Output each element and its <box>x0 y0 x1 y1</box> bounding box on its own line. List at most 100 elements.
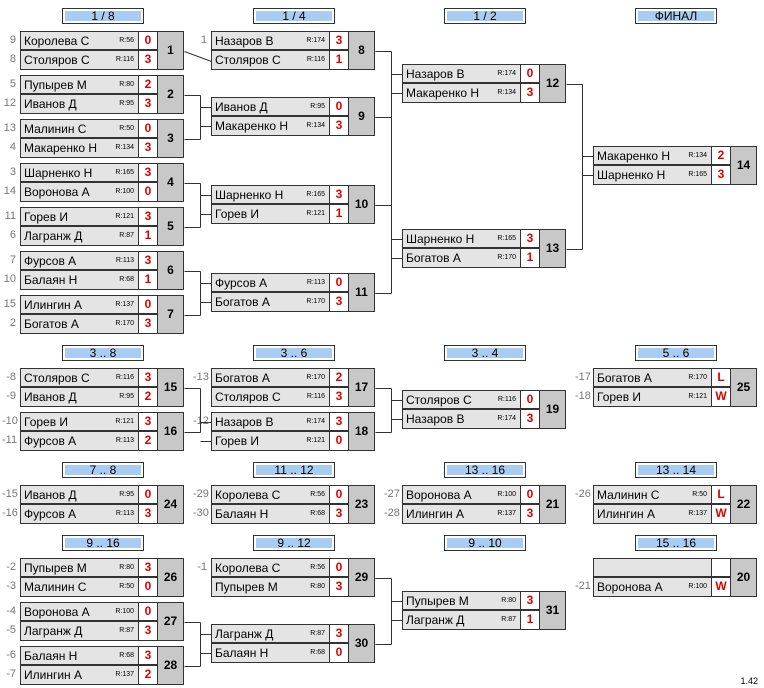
seed-label: 8 <box>9 53 16 65</box>
player-score: 2 <box>138 387 158 407</box>
round-title: 3 .. 8 <box>62 345 144 361</box>
match-number: 30 <box>348 624 375 663</box>
seed-label: -13 <box>193 371 209 383</box>
player-rating: R:170 <box>306 298 325 305</box>
player-rating: R:137 <box>688 510 707 517</box>
player-rating: R:137 <box>115 301 134 308</box>
player-rating: R:165 <box>497 235 516 242</box>
player-name: Илингин А <box>24 298 83 312</box>
player-rating: R:87 <box>119 627 134 634</box>
player-rating: R:165 <box>306 191 325 198</box>
player-rating: R:116 <box>115 374 134 381</box>
player-rating: R:80 <box>501 597 516 604</box>
player-name: Столяров С <box>24 53 90 67</box>
player-score: W <box>711 387 731 407</box>
player-score: L <box>711 485 731 504</box>
player-name: Илингин А <box>406 507 465 521</box>
player-rating: R:87 <box>501 616 516 623</box>
player-name: Макаренко Н <box>597 149 671 163</box>
seed-label: -16 <box>2 507 18 519</box>
seed-label: -7 <box>6 668 16 680</box>
player-rating: R:95 <box>310 103 325 110</box>
player-score: 3 <box>520 591 540 610</box>
player-rating: R:95 <box>119 393 134 400</box>
player-score: 3 <box>329 412 349 431</box>
player-rating: R:50 <box>119 125 134 132</box>
player-rating: R:121 <box>688 393 707 400</box>
round-title: 1 / 8 <box>62 8 144 24</box>
player-rating: R:174 <box>306 418 325 425</box>
seed-label: -30 <box>193 507 209 519</box>
player-name: Воронова А <box>406 488 472 502</box>
player-score: 3 <box>138 314 158 334</box>
player-name: Воронова А <box>24 605 90 619</box>
player-name: Фурсов А <box>24 254 77 268</box>
player-score: 2 <box>138 665 158 685</box>
seed-label: -10 <box>2 415 18 427</box>
match-number: 15 <box>157 368 184 407</box>
player-rating: R:121 <box>115 213 134 220</box>
player-rating: R:165 <box>115 169 134 176</box>
match-number: 1 <box>157 31 184 70</box>
player-name: Лагранж Д <box>406 613 465 627</box>
player-name: Богатов А <box>215 295 270 309</box>
match-number: 14 <box>730 146 757 185</box>
player-name: Шарненко Н <box>406 232 475 246</box>
player-row: Шарненко Н R:165 <box>20 163 139 182</box>
match-number: 18 <box>348 412 375 451</box>
seed-label: 11 <box>4 210 16 222</box>
player-score: 3 <box>138 646 158 665</box>
player-name: Пупырев М <box>215 580 278 594</box>
player-score: 3 <box>138 558 158 577</box>
player-rating: R:68 <box>119 276 134 283</box>
seed-label: -1 <box>197 561 207 573</box>
player-name: Шарненко Н <box>597 168 666 182</box>
player-name: Назаров В <box>406 412 465 426</box>
connector-line <box>184 51 212 62</box>
player-rating: R:100 <box>115 188 134 195</box>
player-name: Богатов А <box>24 317 79 331</box>
match-number: 10 <box>348 185 375 224</box>
match-number: 13 <box>539 229 566 268</box>
player-name: Илингин А <box>24 668 83 682</box>
round-title: 11 .. 12 <box>253 462 335 478</box>
player-score: 3 <box>329 292 349 312</box>
seed-label: -2 <box>6 561 16 573</box>
player-score: 0 <box>329 273 349 292</box>
player-score: 0 <box>329 643 349 663</box>
player-score: 0 <box>329 431 349 451</box>
match-number: 8 <box>348 31 375 70</box>
seed-label: -4 <box>6 605 16 617</box>
player-score: 0 <box>520 485 540 504</box>
player-rating: R:56 <box>310 491 325 498</box>
player-rating: R:113 <box>306 279 325 286</box>
player-score: 3 <box>520 83 540 103</box>
player-name: Шарненко Н <box>24 166 93 180</box>
player-score: 0 <box>329 558 349 577</box>
player-score: 0 <box>138 295 158 314</box>
match-number: 12 <box>539 64 566 103</box>
player-rating: R:137 <box>497 510 516 517</box>
player-score: 3 <box>138 412 158 431</box>
player-score: 2 <box>138 75 158 94</box>
player-rating: R:87 <box>310 630 325 637</box>
player-name: Пупырев М <box>24 561 87 575</box>
player-row: Лагранж Д R:87 <box>402 610 521 630</box>
player-name: Королева С <box>215 561 281 575</box>
player-score: 0 <box>138 31 158 50</box>
match-number: 6 <box>157 251 184 290</box>
